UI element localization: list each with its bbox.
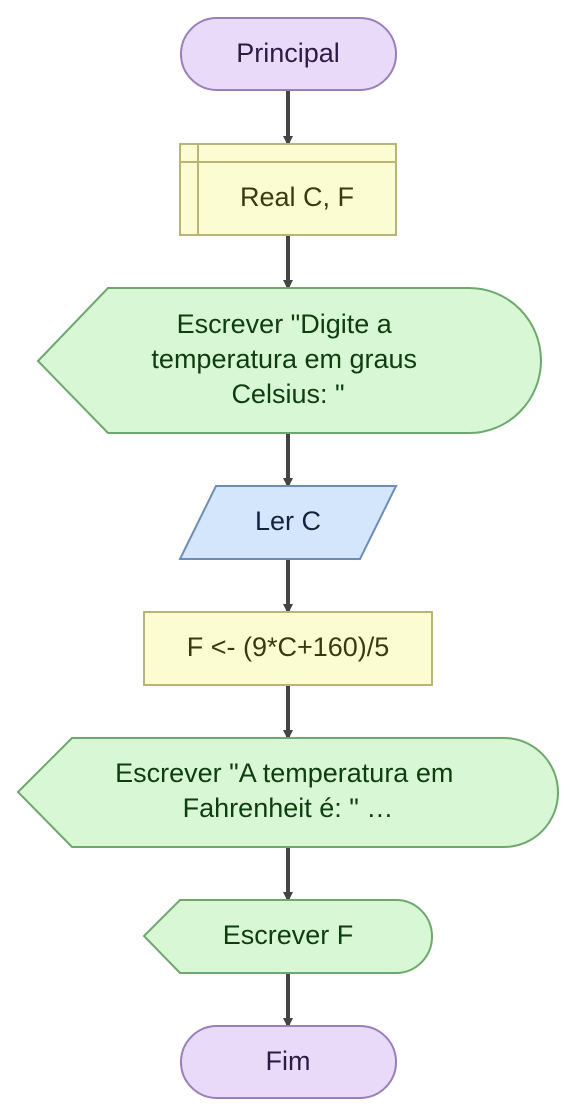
input-node-label: Ler C [255,506,321,536]
declaration-node-label: Real C, F [240,182,354,212]
input-node: Ler C [178,485,398,560]
input-node-shape [178,485,398,560]
process-node: F <- (9*C+160)/5 [143,611,433,686]
output-node-1-line-2: temperatura em graus [151,344,417,374]
output-node-3-label: Escrever F [223,920,354,950]
start-node: Principal [180,17,397,91]
output-node-2-shape [16,737,559,848]
output-node-1-line-1: Escrever "Digite a [177,309,393,339]
output-node-2: Escrever "A temperatura em Fahrenheit é:… [16,737,559,848]
output-node-2-label: Escrever "A temperatura em Fahrenheit é:… [115,758,461,823]
start-node-shape [180,17,397,91]
output-node-1-line-3: Celsius: " [231,379,344,409]
output-node-3-shape [142,899,433,974]
end-node-label: Fim [266,1046,311,1076]
process-node-shape [143,611,433,686]
declaration-node-shape [179,143,397,236]
output-node-1: Escrever "Digite a temperatura em graus … [36,287,542,434]
output-node-2-line-2: Fahrenheit é: " … [183,793,394,823]
output-node-3: Escrever F [142,899,433,974]
end-node: Fim [180,1025,397,1099]
end-node-shape [180,1025,397,1099]
output-node-1-shape [36,287,542,434]
output-node-1-label: Escrever "Digite a temperatura em graus … [151,309,424,409]
process-node-label: F <- (9*C+160)/5 [187,632,390,662]
start-node-label: Principal [236,38,340,68]
output-node-2-line-1: Escrever "A temperatura em [115,758,453,788]
declaration-node: Real C, F [179,143,397,236]
